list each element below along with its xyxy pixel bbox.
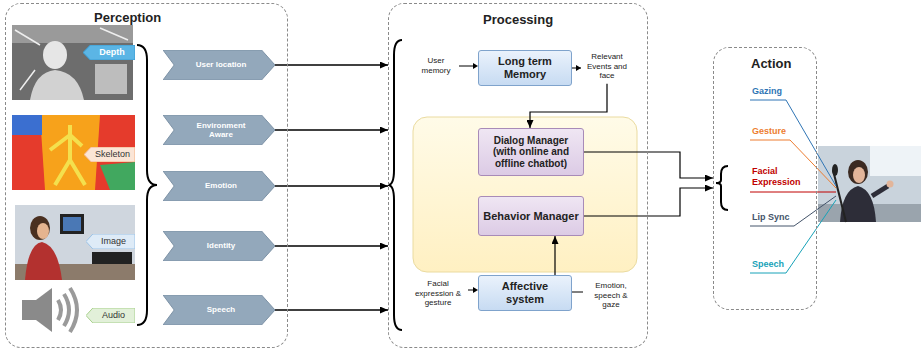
person-photo [15, 205, 135, 280]
action-label: Speech [752, 259, 784, 270]
module-box: Behavior Manager [478, 196, 584, 236]
sensor-tag: Skeleton [84, 147, 135, 162]
chevron-label: Emotion [201, 181, 237, 190]
avatar-photo [818, 146, 921, 222]
input-arrow [459, 66, 474, 67]
depth-image [12, 25, 133, 100]
bracket [716, 166, 728, 210]
feature-chevron: Environment Aware [163, 115, 275, 145]
connector-arrow [275, 309, 388, 311]
tag-outline [84, 147, 135, 162]
sensor-tag: Depth [83, 45, 135, 60]
flow-label: User memory [416, 56, 456, 75]
box-label: Affective system [482, 280, 568, 305]
action-label: Gesture [752, 126, 786, 137]
feature-chevron: Emotion [163, 171, 275, 201]
action-label: Gazing [752, 86, 782, 97]
panel-title: Perception [94, 10, 161, 25]
chevron-label: Environment Aware [185, 121, 253, 139]
connector-arrow [584, 152, 713, 178]
box-label: Behavior Manager [483, 210, 578, 223]
chevron-outline [163, 171, 275, 201]
box-label: Dialog Manager (with online and offline … [482, 135, 580, 170]
bracket [137, 45, 157, 325]
sensor-tag: Audio [86, 308, 135, 323]
leader-line [750, 200, 836, 273]
tag-label: Audio [96, 311, 125, 321]
box-label: Long term Memory [482, 55, 568, 80]
panel-title: Action [751, 56, 791, 71]
flow-label: Emotion, speech & gaze [586, 281, 636, 310]
module-box: Long term Memory [478, 50, 572, 86]
speaker-icon [22, 288, 77, 332]
tag-outline [83, 45, 135, 60]
chevron-label: User location [192, 60, 247, 69]
tag-outline [86, 234, 135, 249]
flow-label: Facial expression & gesture [410, 279, 466, 308]
tag-label: Skeleton [89, 150, 130, 160]
feature-chevron: Identity [163, 231, 275, 261]
panel-group: PerceptionDepthSkeletonImageAudio User lo… [5, 3, 288, 348]
connector-arrow [275, 185, 388, 187]
feature-chevron: Speech [163, 295, 275, 325]
connector-arrow [554, 236, 555, 275]
connector-arrow [275, 129, 388, 131]
leader-line [750, 192, 836, 193]
chevron-outline [163, 50, 275, 80]
sensor-tag: Image [86, 234, 135, 249]
tag-outline [86, 308, 135, 323]
tag-label: Image [95, 237, 126, 247]
tag-label: Depth [93, 48, 125, 58]
chevron-outline [163, 115, 275, 145]
module-box: Affective system [478, 275, 572, 311]
chevron-outline [163, 295, 275, 325]
flow-label: Relevant Events and face [584, 52, 630, 81]
action-label: Lip Sync [752, 212, 790, 223]
chevron-label: Identity [203, 241, 235, 250]
connector-arrow [584, 188, 713, 216]
leader-line [750, 196, 836, 226]
connector-arrow [275, 245, 388, 247]
manager-area [413, 117, 637, 272]
panel-title: Processing [483, 12, 553, 27]
feature-chevron: User location [163, 50, 275, 80]
chevron-label: Speech [203, 305, 235, 314]
module-box: Dialog Manager (with online and offline … [478, 128, 584, 176]
leader-line [750, 140, 836, 188]
output-line [571, 292, 583, 293]
chevron-outline [163, 231, 275, 261]
skeleton-image [12, 115, 135, 190]
action-label: Facial Expression [752, 166, 804, 188]
connector-arrow [275, 64, 388, 66]
bracket [388, 40, 402, 330]
